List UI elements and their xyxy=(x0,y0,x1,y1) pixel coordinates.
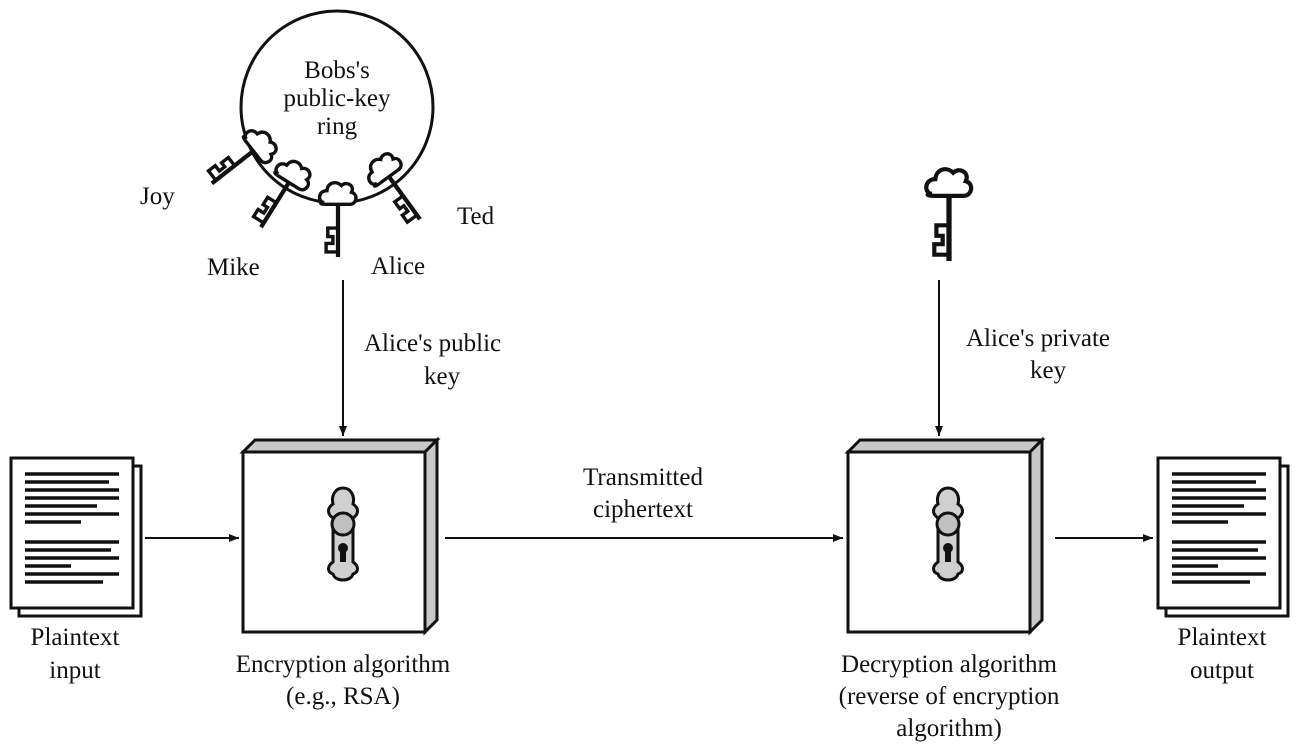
key-ring-label-line-1: Bobs's xyxy=(304,57,370,84)
key-ring-label-line-2: public-key xyxy=(284,85,391,112)
plaintext-input-label-line-2: input xyxy=(49,657,100,684)
decryption-label-line-3: algorithm) xyxy=(896,715,1002,742)
decryption-label-line-2: (reverse of encryption xyxy=(839,683,1060,710)
plaintext-input-document-icon xyxy=(9,456,143,618)
public-key-label-line-2: key xyxy=(424,363,461,390)
private-key-icon xyxy=(926,169,971,261)
key-label-joy: Joy xyxy=(140,183,175,210)
decryption-label-line-1: Decryption algorithm xyxy=(841,651,1057,678)
public-key-ring: Bobs's public-key ring xyxy=(239,9,435,205)
key-joy-icon xyxy=(200,123,281,197)
encryption-label-line-1: Encryption algorithm xyxy=(236,651,451,678)
transmitted-label-line-2: ciphertext xyxy=(593,496,693,523)
key-alice-icon xyxy=(320,183,356,257)
plaintext-output-label-line-1: Plaintext xyxy=(1178,624,1267,651)
private-key-label-line-1: Alice's private xyxy=(966,325,1110,352)
transmitted-label-line-1: Transmitted xyxy=(583,464,703,491)
plaintext-output-label-line-2: output xyxy=(1190,657,1254,684)
key-ring-label-line-3: ring xyxy=(317,113,358,140)
encryption-algorithm-box xyxy=(241,438,439,634)
public-key-label-line-1: Alice's public xyxy=(364,330,501,357)
plaintext-input-label-line-1: Plaintext xyxy=(31,624,120,651)
key-label-ted: Ted xyxy=(457,203,495,230)
decryption-algorithm-box xyxy=(846,438,1044,634)
key-label-alice: Alice xyxy=(371,253,425,280)
encryption-label-line-2: (e.g., RSA) xyxy=(286,683,400,710)
key-label-mike: Mike xyxy=(207,254,260,281)
plaintext-output-document-icon xyxy=(1156,456,1290,618)
private-key-label-line-2: key xyxy=(1030,357,1067,384)
